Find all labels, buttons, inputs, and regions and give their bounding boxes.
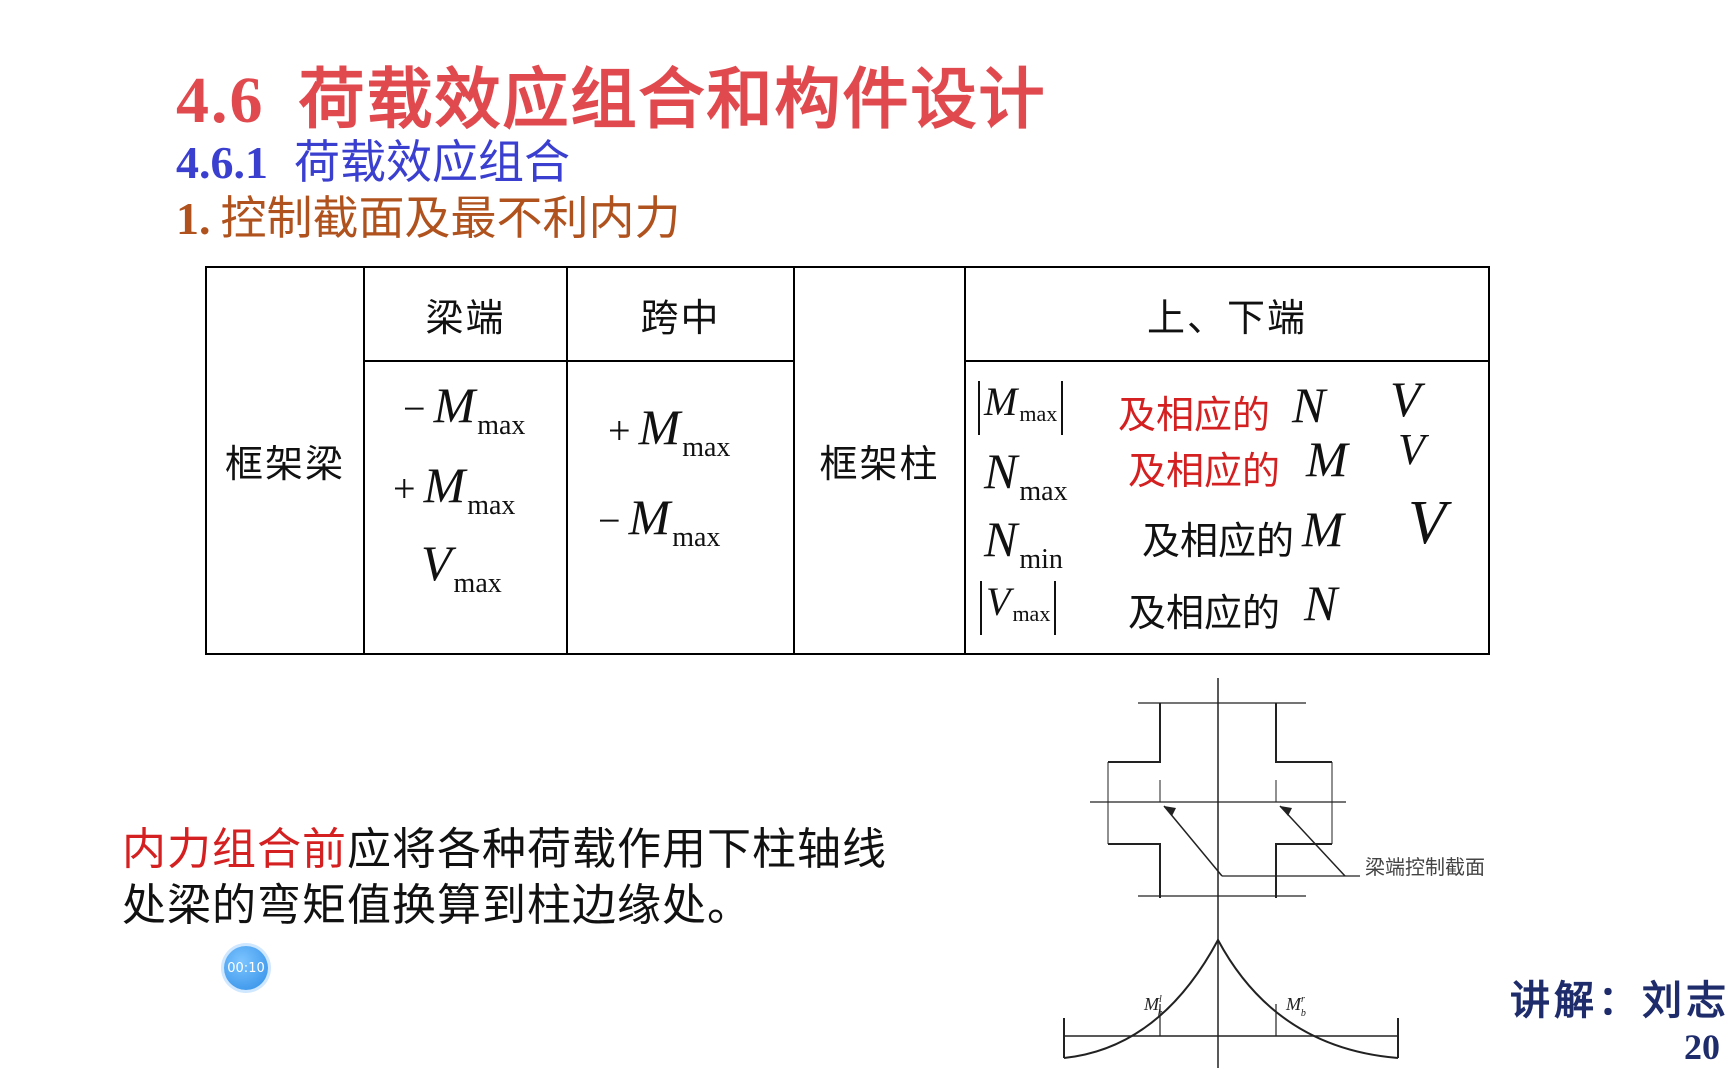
column-row: Nmax <box>984 443 1068 507</box>
lecturer-credit: 讲解：刘志 <box>1510 977 1728 1024</box>
column-row-phrase: 及相应的 <box>1128 449 1281 493</box>
column-row: Nmin <box>984 511 1063 575</box>
column-row: Mmax <box>978 380 1064 435</box>
column-row-r1: M <box>1302 501 1344 557</box>
midspan-cell: +Mmax −Mmax <box>566 360 795 655</box>
column-label-cell: 框架柱 <box>793 266 966 655</box>
column-row: Vmax <box>980 580 1057 635</box>
beam-label: 框架梁 <box>224 442 345 486</box>
beam-label-cell: 框架梁 <box>205 266 365 655</box>
title-text: 荷载效应组合和构件设计 <box>298 60 1047 138</box>
column-end-cell: Mmax 及相应的 N V Nmax 及相应的 <box>964 360 1490 655</box>
column-row-r1: M <box>1306 431 1348 487</box>
beam-end-item: −Mmax <box>403 377 526 441</box>
title-number: 4.6 <box>176 64 265 137</box>
column-row-phrase: 及相应的 <box>1142 519 1295 563</box>
timer-text: 00:10 <box>227 960 265 976</box>
control-section-label: 梁端控制截面 <box>1365 855 1485 879</box>
column-row-phrase: 及相应的 <box>1118 393 1271 437</box>
midspan-item: +Mmax <box>608 399 731 463</box>
column-row-r2: V <box>1390 371 1421 427</box>
forces-table: 框架梁 梁端 跨中 框架柱 上、下端 −Mmax <box>205 266 1490 655</box>
column-end-header-text: 上、下端 <box>1146 295 1307 340</box>
paragraph-line-1-text: 应将各种荷载作用下柱轴线 <box>347 824 887 875</box>
beam-end-item: +Mmax <box>393 457 516 521</box>
column-end-header: 上、下端 <box>964 266 1490 362</box>
page-title: 4.6 荷载效应组合和构件设计 <box>176 46 1047 142</box>
column-row-r1: N <box>1292 377 1326 433</box>
midspan-item: −Mmax <box>598 489 721 553</box>
subsection-text: 荷载效应组合 <box>294 135 570 189</box>
beam-end-header: 梁端 <box>363 266 568 362</box>
paragraph-line-1: 内力组合前应将各种荷载作用下柱轴线 <box>122 822 887 878</box>
internal-force-table: 框架梁 梁端 跨中 框架柱 上、下端 −Mmax <box>205 266 1490 655</box>
section-number: 1. <box>176 193 211 244</box>
lecturer-year: 20 <box>1684 1027 1720 1067</box>
column-row-r2: V <box>1398 425 1425 474</box>
paragraph-line-2: 处梁的弯矩值换算到柱边缘处。 <box>122 880 752 931</box>
paragraph-highlight: 内力组合前 <box>122 824 347 875</box>
timer-badge[interactable]: 00:10 <box>224 946 268 990</box>
section-text: 控制截面及最不利内力 <box>220 191 681 245</box>
section-title: 1.控制截面及最不利内力 <box>176 182 681 248</box>
column-row-r2: V <box>1408 489 1446 557</box>
midspan-header: 跨中 <box>566 266 795 362</box>
beam-end-cell: −Mmax +Mmax Vmax <box>363 360 568 655</box>
subsection-title: 4.6.1 荷载效应组合 <box>176 126 570 192</box>
midspan-header-text: 跨中 <box>640 295 721 340</box>
beam-end-item: Vmax <box>421 535 502 599</box>
column-row-r1: N <box>1304 575 1338 631</box>
column-label: 框架柱 <box>819 442 940 486</box>
column-row-phrase: 及相应的 <box>1128 591 1281 635</box>
subsection-number: 4.6.1 <box>176 137 268 188</box>
beam-end-header-text: 梁端 <box>425 295 506 340</box>
explanation-paragraph: 内力组合前应将各种荷载作用下柱轴线 处梁的弯矩值换算到柱边缘处。 <box>122 822 887 934</box>
